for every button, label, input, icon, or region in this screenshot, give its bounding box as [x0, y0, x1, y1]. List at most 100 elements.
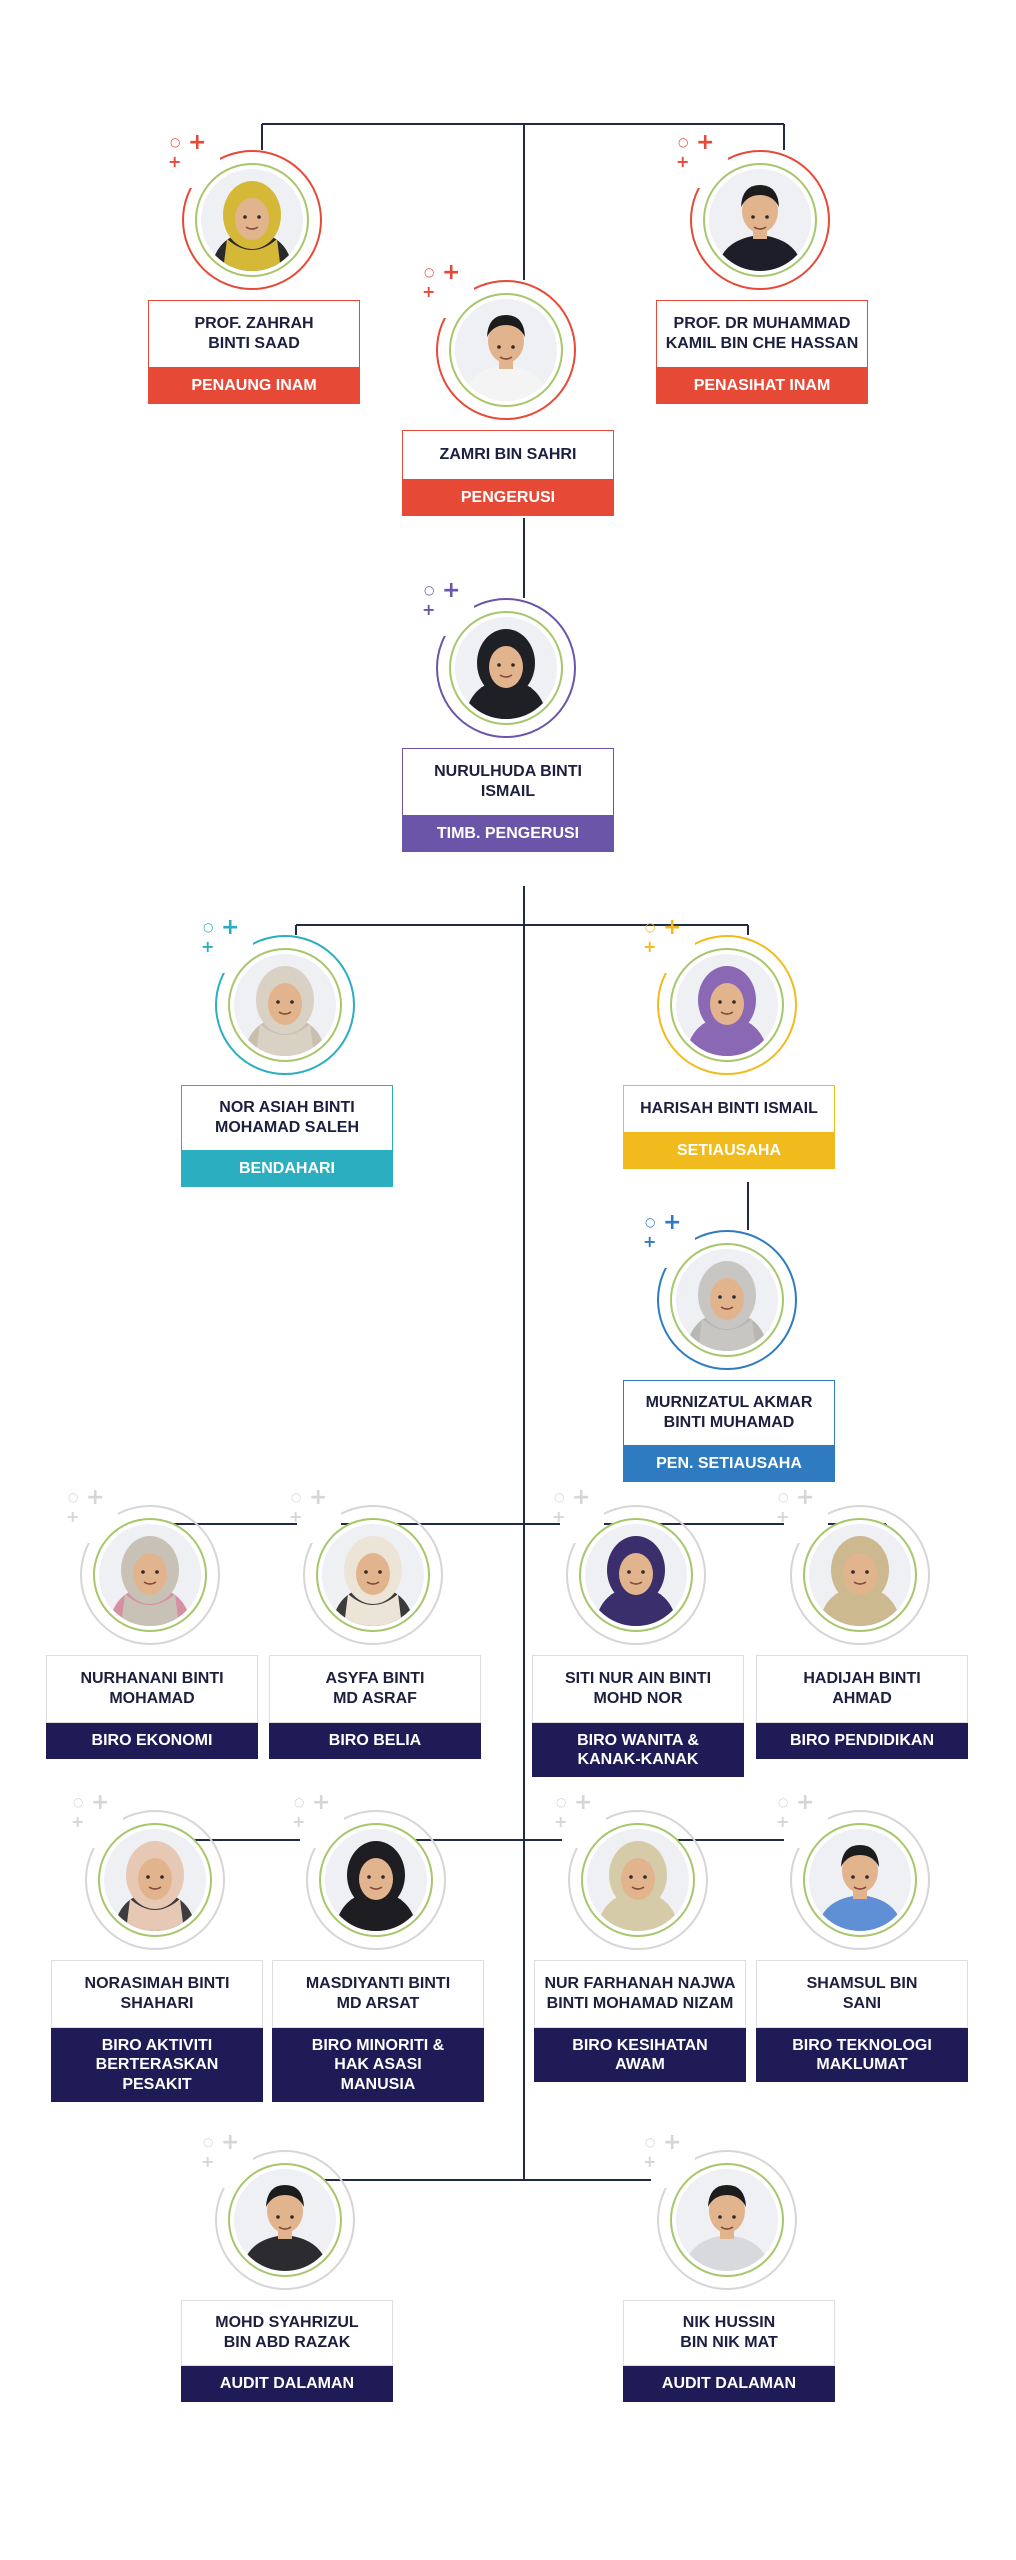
portrait-photo [455, 617, 557, 719]
outer-ring [790, 1505, 930, 1645]
outer-ring [80, 1505, 220, 1645]
sparkle-icon: + [309, 1485, 328, 1510]
member-role: SETIAUSAHA [623, 1133, 835, 1169]
member-role: BENDAHARI [181, 1151, 393, 1187]
portrait-photo [585, 1524, 687, 1626]
member-role: AUDIT DALAMAN [181, 2366, 393, 2402]
sparkle-icon: ○ [73, 1795, 84, 1809]
outer-ring [215, 2150, 355, 2290]
portrait-photo [676, 954, 778, 1056]
sparkle-icon: + [776, 1507, 790, 1526]
portrait-photo [709, 169, 811, 271]
portrait-frame: ○++ [643, 1212, 801, 1374]
sparkle-icon: + [796, 1790, 815, 1815]
portrait-photo [587, 1829, 689, 1931]
portrait-frame: ○++ [422, 580, 580, 742]
member-role: TIMB. PENGERUSI [402, 816, 614, 852]
sparkle-icon: ○ [554, 1490, 565, 1504]
portrait-photo [325, 1829, 427, 1931]
outer-ring [436, 280, 576, 420]
sparkle-icon: + [422, 600, 436, 619]
portrait-photo [104, 1829, 206, 1931]
outer-ring [303, 1505, 443, 1645]
portrait-frame: ○++ [422, 262, 580, 424]
member-role: BIRO MINORITI & HAK ASASI MANUSIA [272, 2028, 484, 2102]
sparkle-icon: ○ [678, 135, 689, 149]
member-name: HARISAH BINTI ISMAIL [623, 1085, 835, 1133]
sparkle-icon: + [86, 1485, 105, 1510]
portrait-frame: ○++ [292, 1792, 450, 1954]
portrait-photo [809, 1829, 911, 1931]
sparkle-icon: + [91, 1790, 110, 1815]
portrait-frame: ○ + + [776, 1792, 934, 1954]
member-name: NURHANANI BINTI MOHAMAD [46, 1655, 258, 1723]
member-name: MURNIZATUL AKMAR BINTI MUHAMAD [623, 1380, 835, 1446]
sparkle-icon: ○ [556, 1795, 567, 1809]
sparkle-icon: + [663, 2130, 682, 2155]
member-kamil: ○++PROF. DR MUHAMMAD KAMIL BIN CHE HASSA… [656, 132, 868, 404]
sparkle-icon: ○ [291, 1490, 302, 1504]
member-name: MASDIYANTI BINTI MD ARSAT [272, 1960, 484, 2028]
sparkle-icon: + [66, 1507, 80, 1526]
outer-ring [85, 1810, 225, 1950]
portrait-frame: ○ + + [776, 1487, 934, 1649]
member-role: BIRO AKTIVITI BERTERASKAN PESAKIT [51, 2028, 263, 2102]
member-name: NORASIMAH BINTI SHAHARI [51, 1960, 263, 2028]
portrait-frame: ○++ [201, 2132, 359, 2294]
member-name: PROF. ZAHRAH BINTI SAAD [148, 300, 360, 368]
member-name: HADIJAH BINTI AHMAD [756, 1655, 968, 1723]
member-name: SHAMSUL BIN SANI [756, 1960, 968, 2028]
sparkle-icon: + [676, 152, 690, 171]
sparkle-icon: + [312, 1790, 331, 1815]
portrait-frame: ○++ [676, 132, 834, 294]
sparkle-icon: ○ [203, 2135, 214, 2149]
portrait-frame: ○ + + [71, 1792, 229, 1954]
sparkle-icon: ○ [645, 920, 656, 934]
sparkle-icon: + [552, 1507, 566, 1526]
sparkle-icon: ○ [778, 1490, 789, 1504]
portrait-photo [676, 1249, 778, 1351]
member-name: NURULHUDA BINTI ISMAIL [402, 748, 614, 816]
member-role: PENAUNG INAM [148, 368, 360, 404]
portrait-photo [676, 2169, 778, 2271]
sparkle-icon: + [168, 152, 182, 171]
sparkle-icon: + [663, 1210, 682, 1235]
outer-ring [657, 935, 797, 1075]
member-name: NIK HUSSIN BIN NIK MAT [623, 2300, 835, 2366]
member-name: PROF. DR MUHAMMAD KAMIL BIN CHE HASSAN [656, 300, 868, 368]
member-role: BIRO PENDIDIKAN [756, 1723, 968, 1759]
portrait-frame: ○++ [289, 1487, 447, 1649]
member-name: NUR FARHANAH NAJWA BINTI MOHAMAD NIZAM [534, 1960, 746, 2028]
sparkle-icon: + [574, 1790, 593, 1815]
sparkle-icon: + [796, 1485, 815, 1510]
sparkle-icon: + [776, 1812, 790, 1831]
sparkle-icon: + [221, 2130, 240, 2155]
sparkle-icon: ○ [778, 1795, 789, 1809]
portrait-frame: ○++ [201, 917, 359, 1079]
sparkle-icon: + [201, 937, 215, 956]
outer-ring [657, 2150, 797, 2290]
member-role: BIRO TEKNOLOGI MAKLUMAT [756, 2028, 968, 2082]
sparkle-icon: + [188, 130, 207, 155]
member-farhanah: ○++NUR FARHANAH NAJWA BINTI MOHAMAD NIZA… [534, 1792, 746, 2082]
sparkle-icon: + [71, 1812, 85, 1831]
portrait-frame: ○++ [554, 1792, 712, 1954]
member-role: BIRO KESIHATAN AWAM [534, 2028, 746, 2082]
member-role: AUDIT DALAMAN [623, 2366, 835, 2402]
portrait-photo [322, 1524, 424, 1626]
outer-ring [690, 150, 830, 290]
sparkle-icon: + [643, 2152, 657, 2171]
